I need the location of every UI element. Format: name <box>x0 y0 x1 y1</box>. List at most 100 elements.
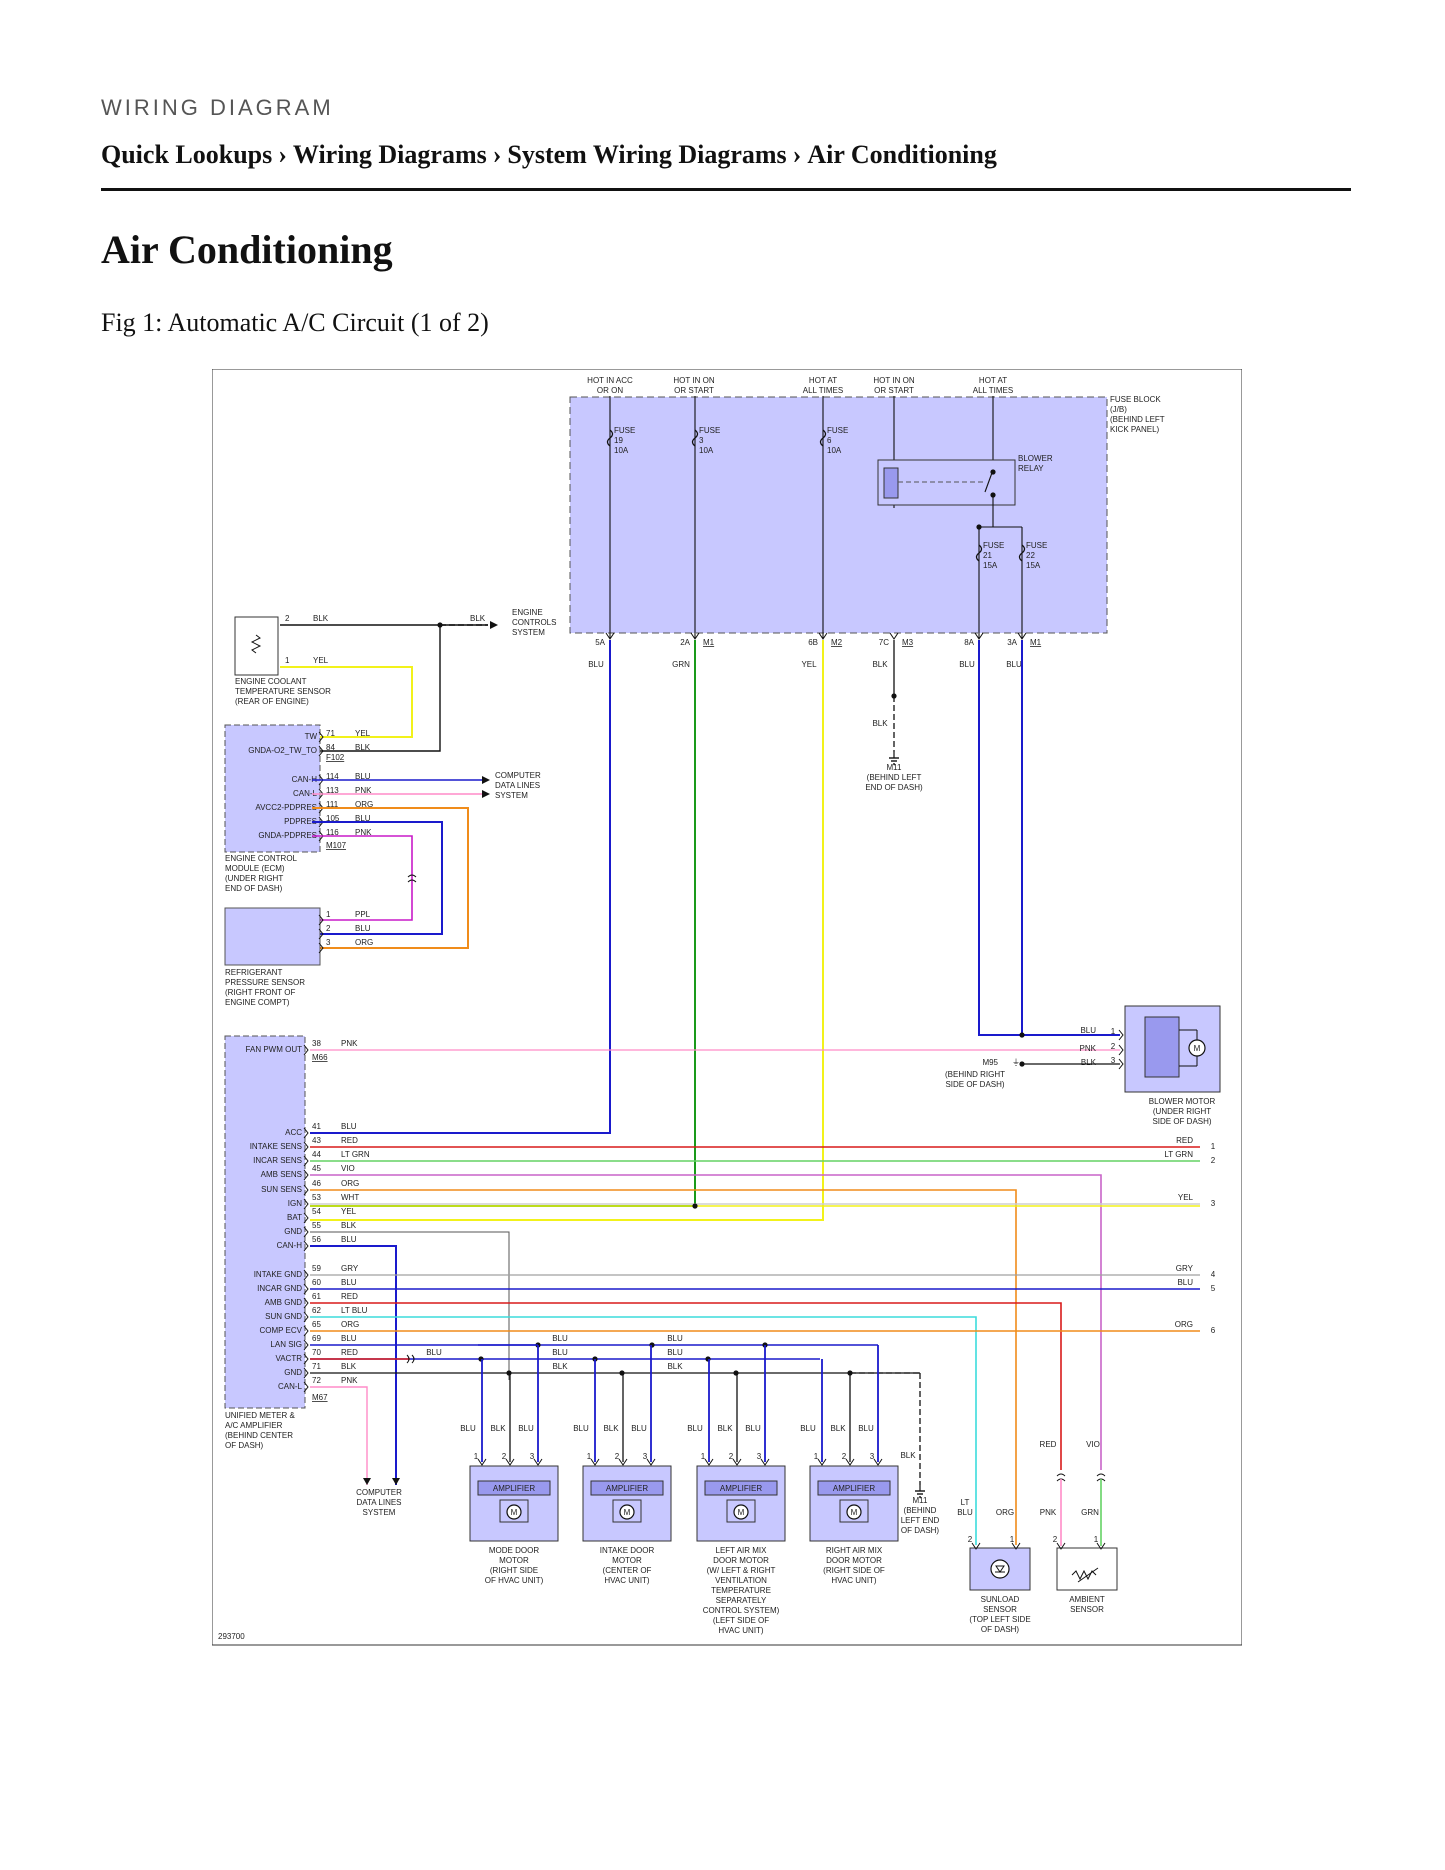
amp-pin-name: ACC <box>285 1128 302 1137</box>
wire-color-label: BLU <box>355 772 371 781</box>
breadcrumb-item-wiring-diagrams[interactable]: Wiring Diagrams <box>292 140 487 169</box>
motor-icon: M <box>1194 1044 1201 1053</box>
door-motor-label: (CENTER OF <box>603 1566 652 1575</box>
connector-pin-label: 3 <box>326 938 331 947</box>
figure-caption: Fig 1: Automatic A/C Circuit (1 of 2) <box>101 308 489 337</box>
door-motor-label: RIGHT AIR MIX <box>826 1546 883 1555</box>
fuse-label: FUSE <box>983 541 1004 550</box>
connector-pin-icon <box>303 1311 309 1323</box>
offpage-ref-label: 3 <box>1211 1199 1216 1208</box>
door-motor-label: HVAC UNIT) <box>604 1576 650 1585</box>
connector-pin-icon <box>1118 1044 1124 1056</box>
connector-pin-icon <box>303 1269 309 1281</box>
connector-pin-label: 1 <box>474 1452 479 1461</box>
door-motor-module <box>809 1465 899 1542</box>
connector-pin-label: 1 <box>701 1452 706 1461</box>
connector-pin-label: 7C <box>879 638 889 647</box>
wire-color-label: YEL <box>801 660 817 669</box>
fuse-block-label: FUSE BLOCK <box>1110 395 1161 404</box>
amplifier-label: A/C AMPLIFIER <box>225 1421 283 1430</box>
refrigerant-pressure-sensor <box>224 907 321 966</box>
coolant-sensor-label: (REAR OF ENGINE) <box>235 697 309 706</box>
arrow-icon <box>482 790 490 798</box>
breadcrumb-item-air-conditioning[interactable]: Air Conditioning <box>807 140 997 169</box>
door-motor-module <box>582 1465 672 1542</box>
wire-color-label: BLK <box>900 1451 916 1460</box>
fuse-label: FUSE <box>1026 541 1047 550</box>
data-lines-label: COMPUTER <box>495 771 541 780</box>
blower-relay-label: BLOWER <box>1018 454 1053 463</box>
amp-pin-name: FAN PWM OUT <box>246 1045 303 1054</box>
arrow-icon <box>490 621 498 629</box>
connector-pin-label: 53 <box>312 1193 321 1202</box>
sunload-sensor-label: SUNLOAD <box>981 1595 1020 1604</box>
wire-color-label: RED <box>1040 1440 1057 1449</box>
fuse-label: 15A <box>983 561 998 570</box>
photodiode-icon <box>995 1565 1005 1573</box>
connector-pin-icon <box>303 1141 309 1153</box>
connector-id-label: M3 <box>902 638 914 647</box>
wire-ppl <box>312 835 413 921</box>
wire-color-label: BLK <box>490 1424 506 1433</box>
splice-dot <box>619 1370 625 1376</box>
motor-icon: M <box>511 1508 518 1517</box>
connector-pin-icon <box>303 1240 309 1252</box>
door-motor-label: DOOR MOTOR <box>713 1556 769 1565</box>
door-motor-label: INTAKE DOOR <box>600 1546 655 1555</box>
wire-color-label: BLU <box>687 1424 703 1433</box>
page-title: Air Conditioning <box>101 227 393 272</box>
connector-pin-label: 116 <box>326 828 339 837</box>
breadcrumb-item-quick-lookups[interactable]: Quick Lookups <box>101 140 273 169</box>
connector-pin-label: 61 <box>312 1292 321 1301</box>
connector-pin-label: 114 <box>326 772 339 781</box>
wire-color-label: BLK <box>667 1362 683 1371</box>
wire-color-label: BLK <box>552 1362 568 1371</box>
wire-color-label: BLU <box>552 1334 568 1343</box>
fuse-label: 22 <box>1026 551 1035 560</box>
ground-label: END OF DASH) <box>865 783 923 792</box>
wire-color-label: BLU <box>631 1424 647 1433</box>
data-lines-label: COMPUTER <box>356 1488 402 1497</box>
amp-pin-name: LAN SIG <box>270 1340 302 1349</box>
connector-pin-icon <box>845 1458 855 1466</box>
connector-pin-label: 1 <box>1010 1535 1015 1544</box>
refrigerant-sensor-label: ENGINE COMPT) <box>225 998 290 1007</box>
wire-color-label: BLK <box>355 743 371 752</box>
connector-pin-icon <box>732 1458 742 1466</box>
wire-blu <box>312 821 443 935</box>
wire-color-label: RED <box>1176 1136 1193 1145</box>
door-motor-label: HVAC UNIT) <box>831 1576 877 1585</box>
door-motor-label: VENTILATION <box>715 1576 767 1585</box>
connector-pin-icon <box>318 745 324 757</box>
wire-color-label: BLK <box>830 1424 846 1433</box>
wire-color-label: PNK <box>341 1376 358 1385</box>
connector-pin-icon <box>1118 1029 1124 1041</box>
breadcrumb: Quick Lookups›Wiring Diagrams›System Wir… <box>101 140 997 170</box>
power-source-label: OR ON <box>597 386 623 395</box>
connector-pin-label: 2 <box>1111 1042 1116 1051</box>
amplifier-label: UNIFIED METER & <box>225 1411 295 1420</box>
page-kicker: WIRING DIAGRAM <box>101 95 334 120</box>
refrigerant-sensor-label: REFRIGERANT <box>225 968 282 977</box>
connector-pin-label: 71 <box>312 1362 321 1371</box>
ecm-label: (UNDER RIGHT <box>225 874 283 883</box>
door-motor-label: CONTROL SYSTEM) <box>703 1606 780 1615</box>
motor-housing <box>499 1499 529 1523</box>
breadcrumb-item-system-wiring-diagrams[interactable]: System Wiring Diagrams <box>507 140 787 169</box>
power-source-label: HOT IN ON <box>673 376 714 385</box>
amp-pin-name: CAN-L <box>278 1382 303 1391</box>
relay-coil-icon <box>883 467 899 499</box>
ground-label: LEFT END <box>901 1516 940 1525</box>
wire-color-label: LT <box>961 1498 970 1507</box>
amp-pin-name: CAN-H <box>277 1241 303 1250</box>
connector-pin-icon <box>590 1458 600 1466</box>
wire-color-label: ORG <box>355 938 373 947</box>
door-motor-label: LEFT AIR MIX <box>716 1546 768 1555</box>
wire-pnk <box>310 1386 368 1485</box>
arrow-down-icon <box>392 1478 400 1485</box>
ecm-pin-name: TW <box>305 732 318 741</box>
ground-label: M11 <box>887 763 903 772</box>
motor-icon <box>506 1504 522 1520</box>
connector-pin-icon <box>303 1353 309 1365</box>
wire-color-label: ORG <box>996 1508 1014 1517</box>
